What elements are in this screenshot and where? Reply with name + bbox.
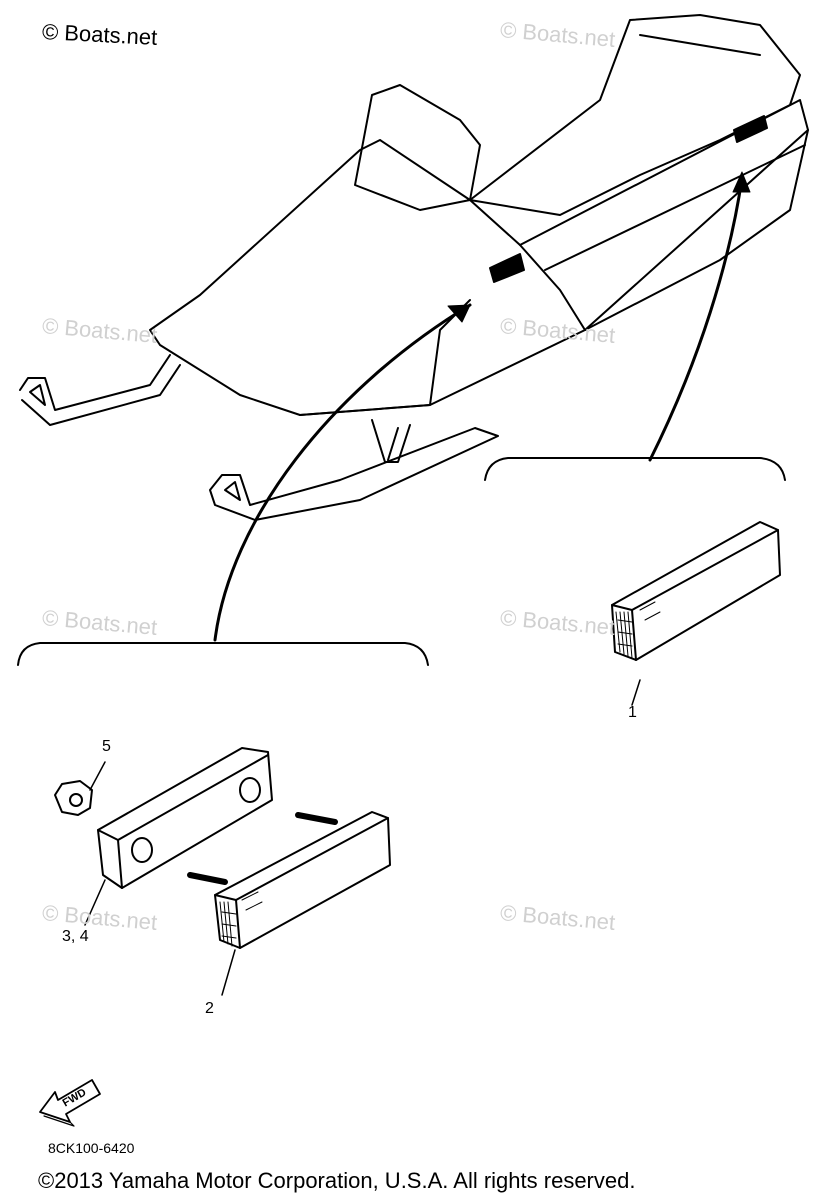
callout-3-4: 3, 4 [62, 928, 89, 945]
snowmobile-illustration [19, 14, 809, 521]
reflector-part-2 [187, 811, 391, 996]
bracket-plate-part-3-4 [84, 747, 273, 926]
diagram-code: 8CK100-6420 [48, 1140, 135, 1156]
nut-part-5 [54, 761, 106, 816]
callout-1: 1 [628, 704, 637, 721]
fwd-arrow-icon [39, 1079, 101, 1127]
copyright-notice: ©2013 Yamaha Motor Corporation, U.S.A. A… [38, 1168, 636, 1193]
bracket-right [484, 457, 786, 481]
callout-2: 2 [205, 1000, 214, 1017]
callout-5: 5 [102, 738, 111, 755]
callout-arrows [213, 171, 751, 642]
bracket-left [17, 642, 429, 666]
reflector-part-1 [611, 521, 781, 706]
